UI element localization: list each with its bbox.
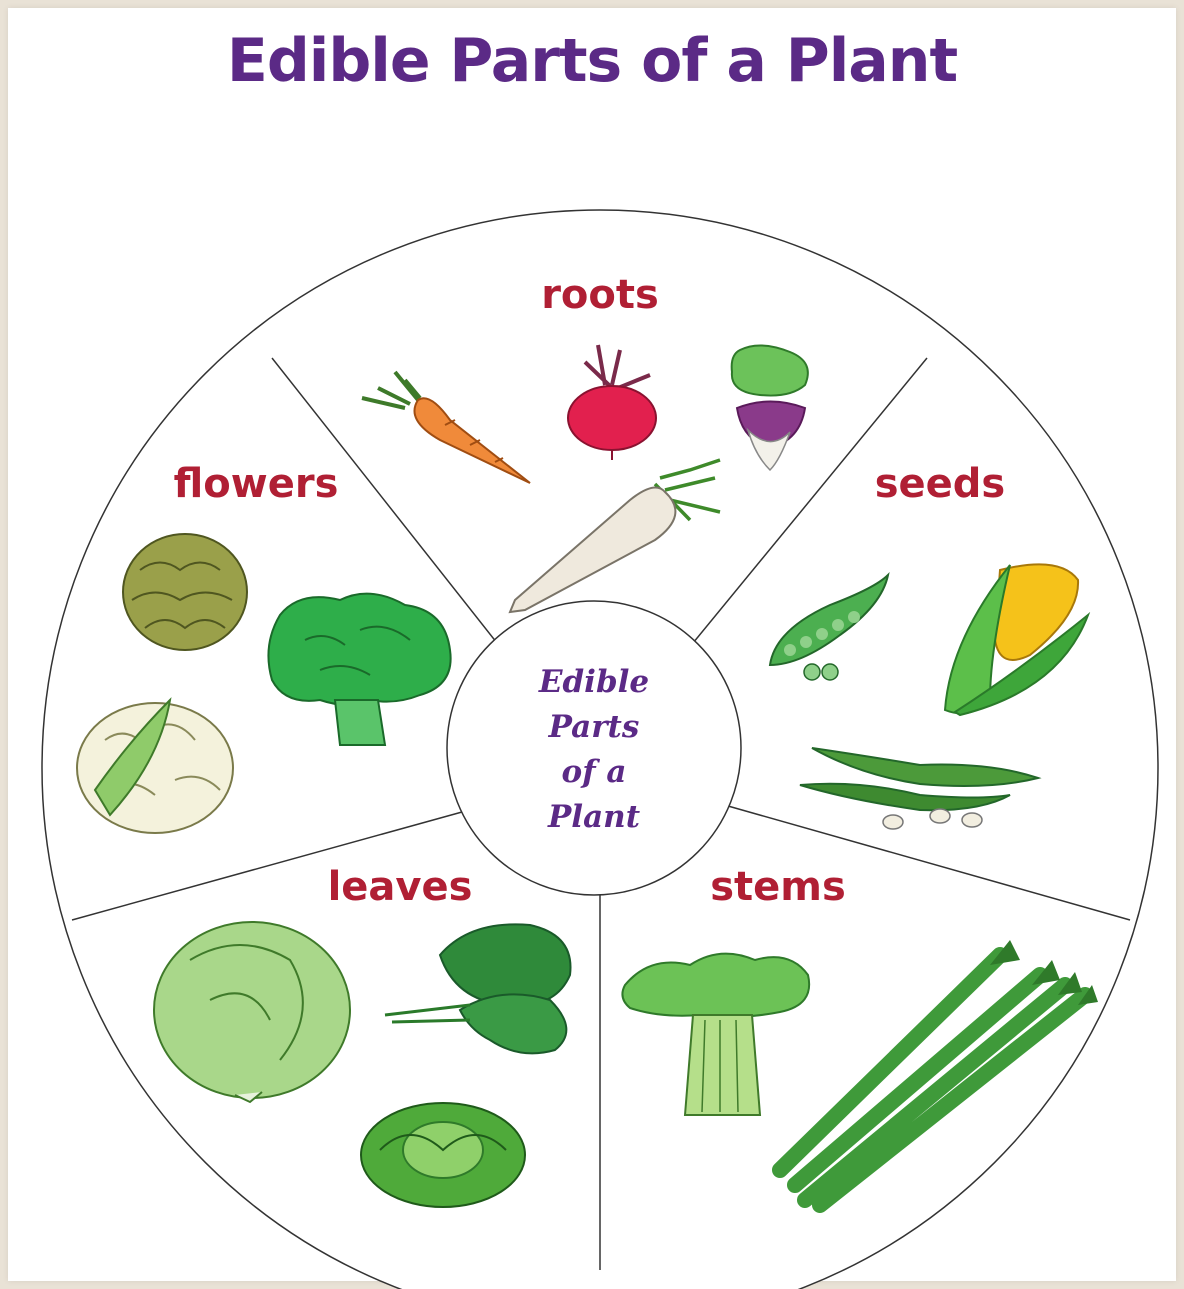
center-line-2: Parts bbox=[548, 709, 640, 745]
label-flowers: flowers bbox=[174, 461, 339, 507]
label-leaves: leaves bbox=[328, 864, 473, 910]
center-line-3: of a bbox=[562, 754, 627, 790]
label-seeds: seeds bbox=[875, 461, 1006, 507]
artichoke-icon bbox=[123, 534, 247, 650]
center-line-4: Plant bbox=[547, 799, 641, 835]
center-circle bbox=[447, 601, 741, 895]
brussels-sprout-icon bbox=[361, 1103, 525, 1207]
label-stems: stems bbox=[710, 864, 846, 910]
center-line-1: Edible bbox=[538, 664, 649, 700]
label-roots: roots bbox=[541, 272, 659, 318]
